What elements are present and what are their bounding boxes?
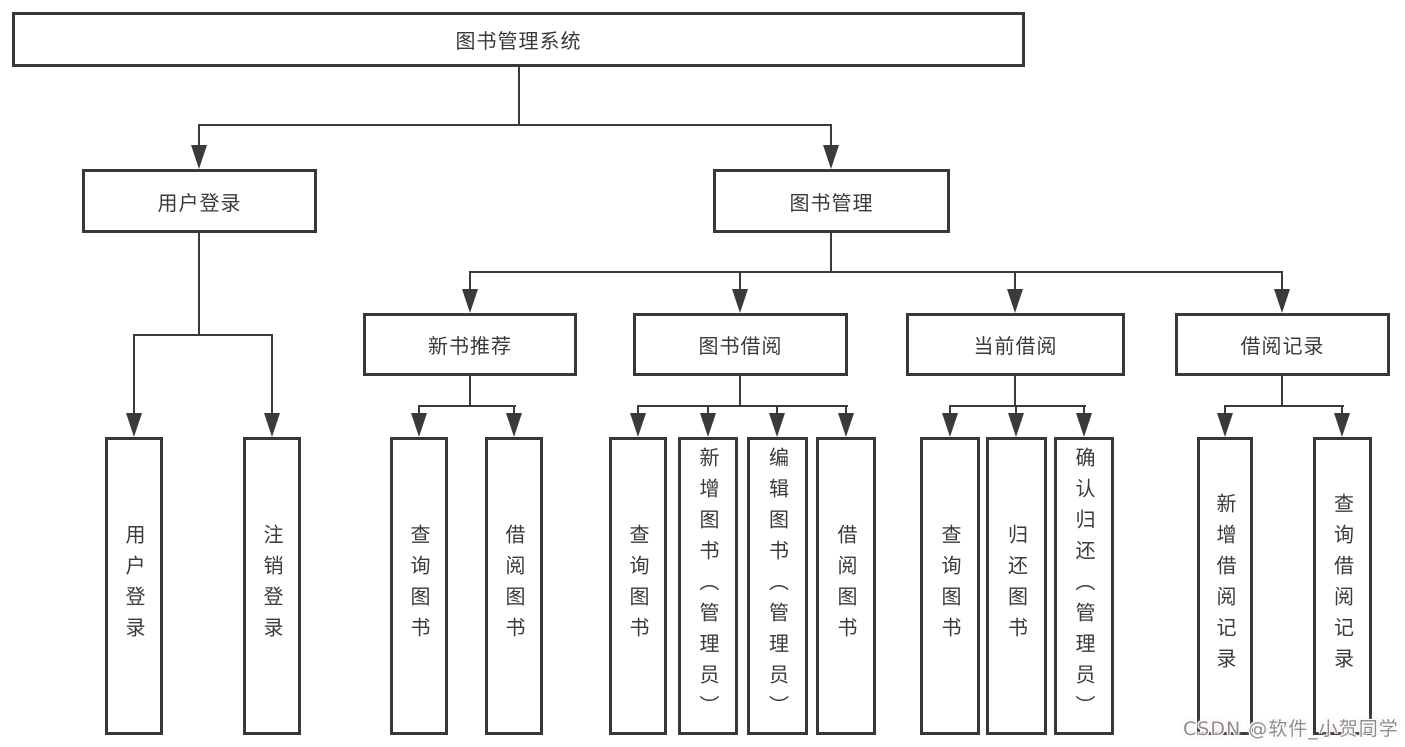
connector-drop-leaf-login [133,336,135,414]
leaf-add-borrow-record: 新增借阅记录 [1197,437,1253,735]
arrowhead-down [264,413,280,437]
leaf-logout: 注销登录 [243,437,301,735]
connector-new-book-rail [418,405,516,407]
arrowhead-down [630,413,646,437]
arrowhead-down [700,413,716,437]
connector-drop [845,407,847,415]
connector-drop [1224,407,1226,415]
leaf-query-books-recommend: 查询图书 [390,437,448,735]
connector-book-borrow-rail [637,405,848,407]
connector-drop [949,407,951,415]
arrowhead-down [1217,413,1233,437]
connector-drop [776,407,778,415]
connector-root-stem [518,67,520,126]
connector-drop-leaf-logout [271,336,273,414]
arrowhead-down [1008,413,1024,437]
arrowhead-down [126,413,142,437]
arrowhead-down [506,413,522,437]
connector-drop [1341,407,1343,415]
connector-drop [707,407,709,415]
connector-level2-rail [198,124,832,126]
connector-user-login-rail [133,334,273,336]
arrowhead-down [1274,289,1290,313]
connector-book-borrow-stem [739,376,741,407]
node-book-management: 图书管理 [713,169,950,233]
connector-new-book-stem [469,376,471,407]
connector-current-borrow-rail [949,405,1086,407]
arrowhead-down [838,413,854,437]
arrowhead-down [732,289,748,313]
leaf-query-books-borrow: 查询图书 [609,437,667,735]
leaf-return-books: 归还图书 [986,437,1047,735]
connector-drop [418,407,420,415]
arrowhead-down [942,413,958,437]
connector-drop [513,407,515,415]
connector-borrow-record-rail [1224,405,1344,407]
connector-level3-rail [469,271,1283,273]
arrowhead-down [191,145,207,169]
leaf-add-books-admin: 新增图书（管理员） [678,437,738,735]
leaf-borrow-books-recommend: 借阅图书 [485,437,543,735]
node-book-borrow: 图书借阅 [633,313,848,376]
leaf-query-books-current: 查询图书 [920,437,980,735]
arrowhead-down [823,145,839,169]
connector-current-borrow-stem [1014,376,1016,407]
leaf-query-borrow-record: 查询借阅记录 [1313,437,1372,735]
arrowhead-down [462,289,478,313]
connector-drop-new-book [469,273,471,291]
leaf-user-login: 用户登录 [105,437,163,735]
arrowhead-down [769,413,785,437]
node-library-management-system: 图书管理系统 [12,12,1025,67]
arrowhead-down [1076,413,1092,437]
leaf-confirm-return-admin: 确认归还（管理员） [1054,437,1114,735]
csdn-watermark: CSDN @软件_小贺同学 [1183,718,1399,740]
connector-drop-borrow-record [1281,273,1283,291]
arrowhead-down [1334,413,1350,437]
node-new-book-recommend: 新书推荐 [363,313,577,376]
arrowhead-down [411,413,427,437]
connector-drop [637,407,639,415]
connector-drop-current-borrow [1014,273,1016,291]
arrowhead-down [1007,289,1023,313]
node-current-borrow: 当前借阅 [906,313,1125,376]
connector-drop [1015,407,1017,415]
node-borrow-record: 借阅记录 [1175,313,1390,376]
connector-drop-book-management [830,126,832,148]
connector-borrow-record-stem [1281,376,1283,407]
node-user-login: 用户登录 [82,169,317,233]
connector-user-login-stem [198,233,200,336]
connector-book-management-stem [830,233,832,273]
connector-drop-user-login [198,126,200,148]
leaf-edit-books-admin: 编辑图书（管理员） [747,437,808,735]
leaf-borrow-books: 借阅图书 [816,437,876,735]
connector-drop-book-borrow [739,273,741,291]
connector-drop [1083,407,1085,415]
